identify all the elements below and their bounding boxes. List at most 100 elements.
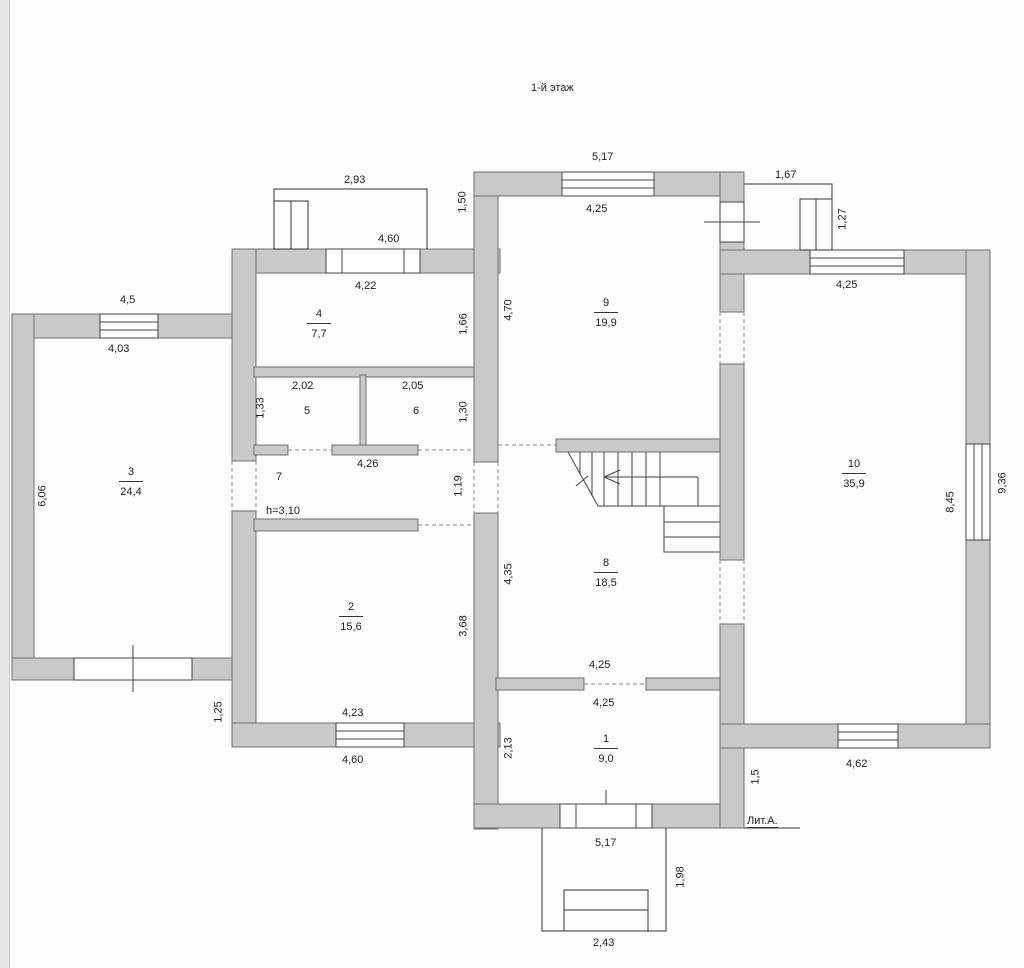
window-room10-top xyxy=(809,249,905,275)
porch-front xyxy=(541,828,667,932)
wall-right-interior-a xyxy=(719,171,745,203)
dim-porch-bottom-depth: 1,98 xyxy=(674,866,687,888)
wall-corridor-bottom xyxy=(253,518,419,532)
entrance-door-room1 xyxy=(559,790,653,829)
dim-room1-left: 2,13 xyxy=(502,737,515,759)
dim-room9-top-inner: 4,25 xyxy=(586,203,608,215)
wall-room10-top-left xyxy=(719,249,811,275)
dim-room2-bottom-inner: 4,23 xyxy=(342,707,364,719)
wall-room8-bottom-right xyxy=(645,677,721,691)
dim-room9-top-outer: 5,17 xyxy=(592,151,614,163)
dim-porch-top-width: 2,93 xyxy=(344,174,366,186)
room-10-number: 10 xyxy=(842,458,866,474)
dim-room3-left: 6,06 xyxy=(36,485,49,507)
door-room9-balcony xyxy=(704,201,760,243)
dim-room2-left-projection: 1,25 xyxy=(212,701,225,723)
dim-room5-width: 2,02 xyxy=(292,380,314,392)
dim-room6-width: 2,05 xyxy=(402,380,424,392)
wall-room2-bottom-left xyxy=(231,722,337,748)
window-room4-top xyxy=(325,248,421,274)
litera-label: Лит.А. xyxy=(747,815,778,828)
room-10-area: 35,9 xyxy=(843,478,865,490)
dim-room10-top: 4,25 xyxy=(836,279,858,291)
wall-room1-bottom-left xyxy=(473,803,561,829)
wall-spine-upper xyxy=(473,171,499,463)
dim-room2-bottom-outer: 4,60 xyxy=(342,754,364,766)
ceiling-height: h=3,10 xyxy=(266,505,300,517)
room-9-area: 19,9 xyxy=(595,317,617,329)
dim-corridor-height: 1,19 xyxy=(452,475,465,497)
room-4-area: 7,7 xyxy=(311,328,327,340)
dim-room6-height: 1,30 xyxy=(457,401,470,423)
window-room3-top xyxy=(99,313,159,339)
wall-room10-bottom-left xyxy=(719,723,839,749)
wall-corridor-top-b xyxy=(331,444,419,456)
wall-room10-right-upper xyxy=(965,249,991,445)
dim-corridor-width: 4,26 xyxy=(357,458,379,470)
dim-room1-bottom-outer: 5,17 xyxy=(595,837,617,849)
dim-room4-top-inner: 4,22 xyxy=(355,280,377,292)
room-5-number: 5 xyxy=(304,405,311,417)
dim-room1-top: 4,25 xyxy=(593,697,615,709)
room-8-number: 8 xyxy=(594,557,618,573)
wall-room9-bottom xyxy=(555,438,721,453)
wall-right-interior-c xyxy=(719,363,745,561)
room-10-label: 10 35,9 xyxy=(834,458,874,491)
window-room9-top xyxy=(561,171,655,197)
room-2-area: 15,6 xyxy=(340,621,362,633)
wall-room10-right-lower xyxy=(965,539,991,749)
room-6-number: 6 xyxy=(413,405,420,417)
dim-porch-right-depth: 1,27 xyxy=(836,208,849,230)
dim-porch-right-width: 1,67 xyxy=(775,169,797,181)
wall-corridor-top-a xyxy=(253,444,289,456)
dim-room5-height: 1,33 xyxy=(254,397,267,419)
staircase xyxy=(567,451,720,553)
wall-room3-left xyxy=(11,313,35,681)
dim-room8-left: 4,35 xyxy=(502,563,515,585)
dim-room1-right-projection: 1,5 xyxy=(749,769,762,785)
room-3-number: 3 xyxy=(119,466,143,482)
dim-room9-left: 4,70 xyxy=(502,299,515,321)
dim-room10-outer-height: 9,36 xyxy=(996,472,1009,494)
wall-room10-bottom-right xyxy=(897,723,991,749)
dim-room9-projection: 1,50 xyxy=(456,191,469,213)
page-edge xyxy=(0,0,10,968)
porch-right-top xyxy=(744,183,833,251)
room-9-number: 9 xyxy=(594,297,618,313)
room-4-number: 4 xyxy=(307,308,331,324)
dim-room10-inner-height: 8,45 xyxy=(944,491,957,513)
room-1-number: 1 xyxy=(594,733,618,749)
wall-room5-6-divider xyxy=(359,374,367,448)
floor-title: 1-й этаж xyxy=(531,82,574,94)
room-3-area: 24,4 xyxy=(120,486,142,498)
wall-room8-bottom-left xyxy=(495,677,585,691)
porch-left-top xyxy=(273,188,428,250)
wall-central-left-lower xyxy=(231,510,257,748)
dim-room4-top-outer: 4,60 xyxy=(378,233,400,245)
window-room3-bottom xyxy=(73,645,193,692)
wall-spine-lower xyxy=(473,512,499,830)
window-room10-right xyxy=(965,443,991,541)
dim-room4-right: 1,66 xyxy=(457,313,470,335)
window-room10-bottom xyxy=(837,723,899,749)
dim-room10-bottom: 4,62 xyxy=(846,758,868,770)
window-room2-bottom xyxy=(335,722,405,748)
dim-porch-bottom-width: 2,43 xyxy=(593,937,615,949)
dim-room3-top-outer: 4,5 xyxy=(120,294,136,306)
room-1-area: 9,0 xyxy=(598,753,614,765)
room-2-number: 2 xyxy=(339,601,363,617)
room-7-number: 7 xyxy=(276,471,283,483)
wall-room9-top-left xyxy=(473,171,563,197)
wall-central-left-upper xyxy=(231,248,257,462)
dim-room3-top-inner: 4,03 xyxy=(108,343,130,355)
dim-room2-right: 3,68 xyxy=(457,615,470,637)
wall-room3-bottom-left xyxy=(11,657,75,681)
room-8-area: 18,5 xyxy=(595,577,617,589)
